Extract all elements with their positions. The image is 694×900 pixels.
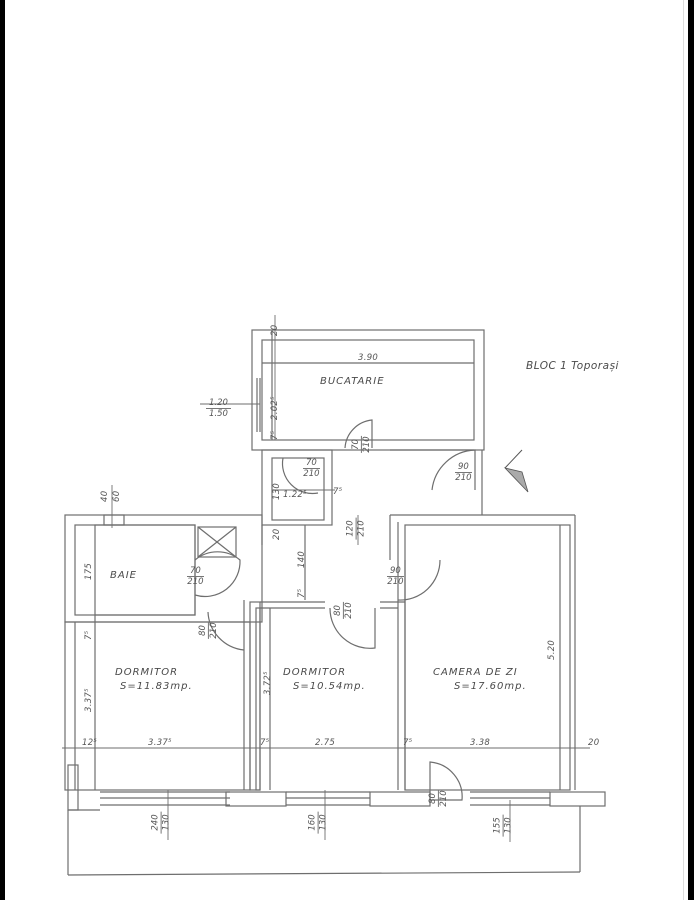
dim-kitchen-side-wall: 7⁵: [270, 430, 280, 440]
dim-dorm1-depth: 3.37⁵: [84, 688, 94, 712]
dim-kitchen-depth: 2.02⁵: [270, 396, 280, 420]
dim-corridor-wall: 7⁵: [297, 588, 307, 598]
dim-hall-wall: 7⁵: [333, 487, 343, 497]
dim-corridor-len: 140: [297, 550, 307, 568]
hall-door-swing: [281, 457, 319, 495]
living-door-swing: [397, 559, 441, 601]
room-label-bath: BAIE: [110, 570, 137, 581]
dim-living-depth: 5.20: [547, 639, 557, 660]
hall-walls: [261, 449, 333, 526]
dim-hall-depth: 130: [272, 482, 282, 500]
dim-dorm1-wall: 7⁵: [84, 630, 94, 640]
dim-bath-depth: 175: [84, 562, 94, 580]
room-area-dorm1: S=11.83mp.: [120, 681, 193, 692]
dim-living-wall: 7⁵: [403, 738, 413, 748]
north-arrow-icon: [503, 449, 529, 493]
dim-dorm2-width: 2.75: [315, 738, 336, 748]
dim-dorm1-width: 3.37⁵: [148, 738, 172, 748]
dim-bath-wall-top2: 60: [112, 490, 122, 502]
room-area-dorm2: S=10.54mp.: [293, 681, 366, 692]
dim-kitchen-top-wall: 20: [270, 324, 280, 336]
dim-dorm2-depth: 3.72⁵: [263, 671, 273, 695]
balcony-door-swing: [429, 761, 463, 801]
scan-border-left: [0, 0, 5, 900]
room-label-living: CAMERA DE ZI: [433, 667, 518, 678]
room-label-dorm2: DORMITOR: [283, 667, 347, 678]
dim-kitchen-width: 3.90: [358, 353, 379, 363]
plan-title: BLOC 1 Toporași: [526, 360, 619, 372]
dim-living-width: 3.38: [470, 738, 491, 748]
dim-dorm1-left-wall: 12⁵: [82, 738, 98, 748]
dorm1-door-swing: [207, 611, 245, 651]
dorm2-door-swing: [329, 607, 376, 649]
dim-hall-width: 1.22⁵: [283, 490, 307, 500]
bath-door-swing: [194, 551, 241, 598]
dim-dorm2-wall: 7⁵: [260, 738, 270, 748]
dim-bath-wall-top: 40: [100, 490, 110, 502]
scan-border-right: [688, 0, 694, 900]
kitchen-door-swing: [344, 419, 373, 449]
room-label-dorm1: DORMITOR: [115, 667, 179, 678]
dim-living-right-wall: 20: [588, 738, 600, 748]
entrance-door-swing: [431, 449, 476, 491]
kitchen-walls: [251, 329, 485, 451]
dim-hall-lower: 20: [272, 528, 282, 540]
living-walls: [404, 524, 571, 791]
ventilation-shaft: [197, 526, 237, 558]
scan-page-edge: [683, 0, 684, 900]
room-label-kitchen: BUCATARIE: [320, 376, 385, 387]
room-area-living: S=17.60mp.: [454, 681, 527, 692]
